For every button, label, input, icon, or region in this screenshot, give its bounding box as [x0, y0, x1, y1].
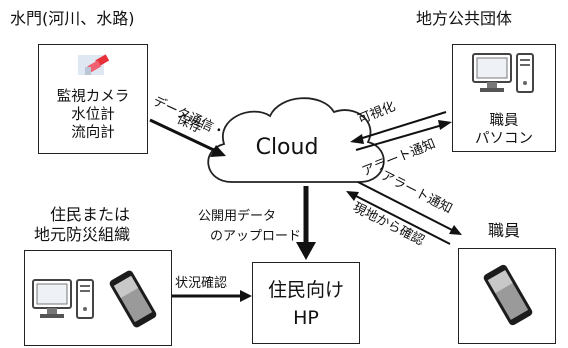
local-gov-box: 職員 パソコン: [452, 44, 556, 152]
onsite-check-label: 現地から確認: [350, 199, 427, 249]
cloud-label: Cloud: [256, 135, 319, 160]
local-gov-title: 地方公共団体: [416, 9, 513, 28]
visualize-arrow: [350, 111, 447, 144]
gov-line-pc: パソコン: [475, 131, 533, 147]
hp-line-hp: HP: [293, 307, 319, 329]
onsite-check-arrow: [346, 191, 451, 245]
status-check-arrow: [172, 290, 252, 302]
alert-arrow-lower: [357, 181, 462, 235]
upload-arrow: [296, 186, 316, 260]
floodgate-line-camera: 監視カメラ: [56, 89, 130, 105]
gov-line-staff: 職員: [489, 113, 519, 129]
alert-label-lower: アラート通知: [378, 167, 455, 217]
camera-icon: [78, 54, 110, 75]
upload-label-line1: 公開用データ: [198, 208, 276, 224]
floodgate-line-water-level: 水位計: [71, 107, 115, 123]
desktop-computer-icon: [472, 53, 534, 93]
data-comm-arrow: [149, 118, 226, 157]
residents-title-line1: 住民または: [50, 205, 131, 224]
desktop-computer-icon: [32, 279, 94, 319]
staff-title: 職員: [488, 221, 521, 240]
residents-title-line2: 地元防災組織: [34, 225, 131, 244]
staff-box: [458, 248, 556, 344]
upload-label-line2: のアップロード: [210, 229, 301, 244]
smartphone-icon: [109, 270, 157, 328]
floodgate-title: 水門(河川、水路): [10, 9, 135, 28]
status-check-label: 状況確認: [175, 275, 227, 291]
alert-arrow-upper: [355, 120, 452, 151]
resident-hp-box: 住民向け HP: [252, 262, 360, 344]
hp-line-resident: 住民向け: [267, 279, 344, 301]
floodgate-box: 監視カメラ 水位計 流向計: [38, 44, 148, 154]
residents-box: [24, 250, 172, 346]
floodgate-line-flow: 流向計: [71, 125, 115, 141]
cloud-shape: [207, 97, 385, 183]
smartphone-icon: [483, 264, 533, 326]
visualize-label: 可視化: [356, 99, 398, 128]
